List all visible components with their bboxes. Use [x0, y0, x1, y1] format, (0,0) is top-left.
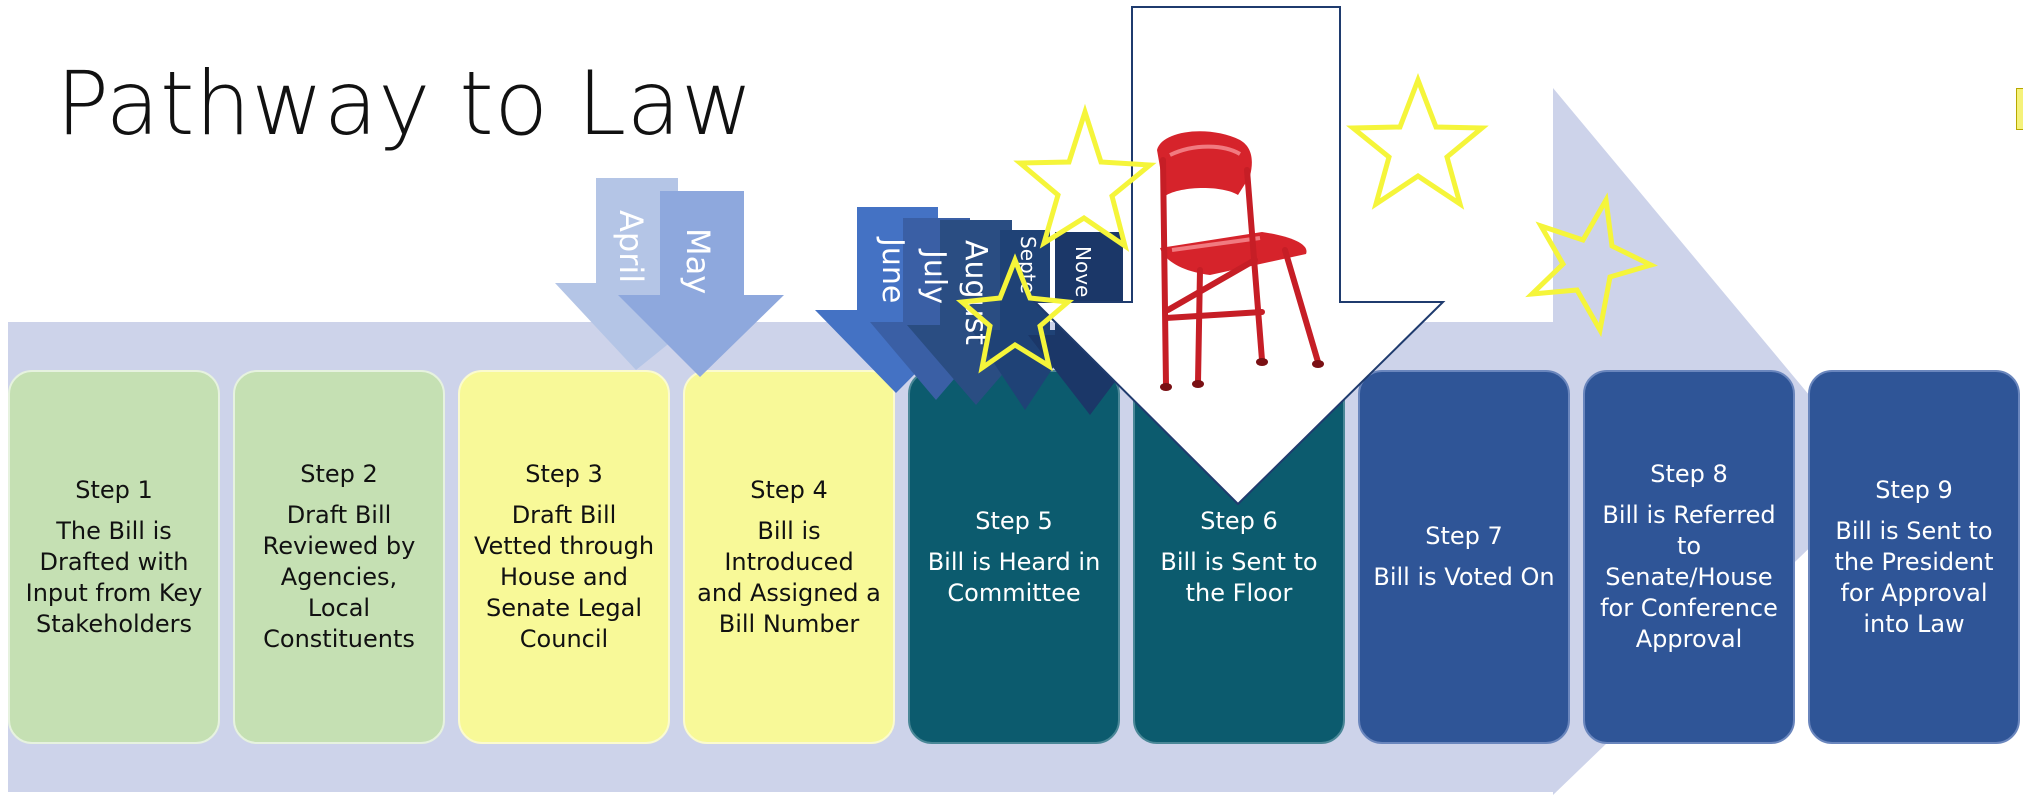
step-text-line: Draft Bill	[511, 501, 617, 529]
star-icon	[1013, 103, 1157, 252]
step-3-card: Step 3 Draft Bill Vetted through House a…	[458, 370, 670, 744]
step-text-line: the President	[1834, 547, 1994, 576]
step-text-line: Bill is Sent to	[1160, 547, 1318, 576]
step-text-line: Introduced	[724, 547, 854, 576]
step-label: Step 2	[300, 460, 378, 488]
step-text-line: Reviewed by	[262, 532, 416, 560]
step-text-line: Bill Number	[718, 609, 860, 638]
step-9-card: Step 9 Bill is Sent to the President for…	[1808, 370, 2020, 744]
step-text-line: for Approval	[1840, 578, 1988, 607]
step-text-line: Draft Bill	[286, 501, 392, 529]
step-text-line: Agencies, Local	[280, 563, 398, 622]
step-text-line: Council	[519, 625, 609, 653]
star-icon	[955, 253, 1075, 374]
april-arrow	[555, 178, 744, 370]
sticky-note-marker	[2016, 88, 2023, 130]
step-label: Step 5	[975, 506, 1053, 535]
step-4-card: Step 4 Bill is Introduced and Assigned a…	[683, 370, 895, 744]
step-text-line: Senate Legal	[485, 594, 643, 622]
step-text-line: Committee	[947, 578, 1081, 607]
step-label: Step 4	[750, 475, 828, 504]
star-icon	[1346, 73, 1489, 210]
step-text-line: the Floor	[1185, 578, 1293, 607]
step-1-card: Step 1 The Bill is Drafted with Input fr…	[8, 370, 220, 744]
step-text-line: House and	[500, 563, 628, 591]
step-text-line: Bill is Referred	[1602, 501, 1776, 529]
step-text-line: Senate/House	[1605, 563, 1773, 591]
star-icon	[1525, 192, 1658, 338]
step-text-line: Bill is Voted On	[1373, 563, 1555, 591]
step-text-line: Constituents	[263, 625, 415, 653]
step-text-line: Drafted with	[39, 547, 189, 576]
step-text-line: Vetted through	[473, 532, 655, 560]
step-text-line: into Law	[1863, 609, 1965, 638]
step-8-card: Step 8 Bill is Referred to Senate/House …	[1583, 370, 1795, 744]
step-text-line: Bill is	[757, 516, 821, 545]
step-text-line: and Assigned a	[697, 578, 881, 607]
step-5-card: Step 5 Bill is Heard in Committee	[908, 370, 1120, 744]
step-label: Step 8	[1650, 460, 1728, 488]
step-label: Step 3	[525, 460, 603, 488]
step-text-line: Bill is Sent to	[1835, 516, 1993, 545]
step-text-line: to	[1676, 532, 1702, 560]
step-text-line: Approval	[1635, 625, 1743, 653]
may-arrow	[618, 191, 784, 377]
step-text-line: Stakeholders	[35, 609, 193, 638]
page-title: Pathway to Law	[56, 52, 754, 155]
step-text-line: for Conference	[1600, 594, 1778, 622]
step-text-line: The Bill is	[56, 516, 172, 545]
step-7-card: Step 7 Bill is Voted On	[1358, 370, 1570, 744]
step-label: Step 6	[1200, 506, 1278, 535]
step-label: Step 7	[1425, 522, 1503, 550]
step-2-card: Step 2 Draft Bill Reviewed by Agencies, …	[233, 370, 445, 744]
step-label: Step 9	[1875, 475, 1953, 504]
step-text-line: Input from Key	[25, 578, 203, 607]
step-label: Step 1	[75, 475, 153, 504]
step-text-line: Bill is Heard in	[927, 547, 1101, 576]
